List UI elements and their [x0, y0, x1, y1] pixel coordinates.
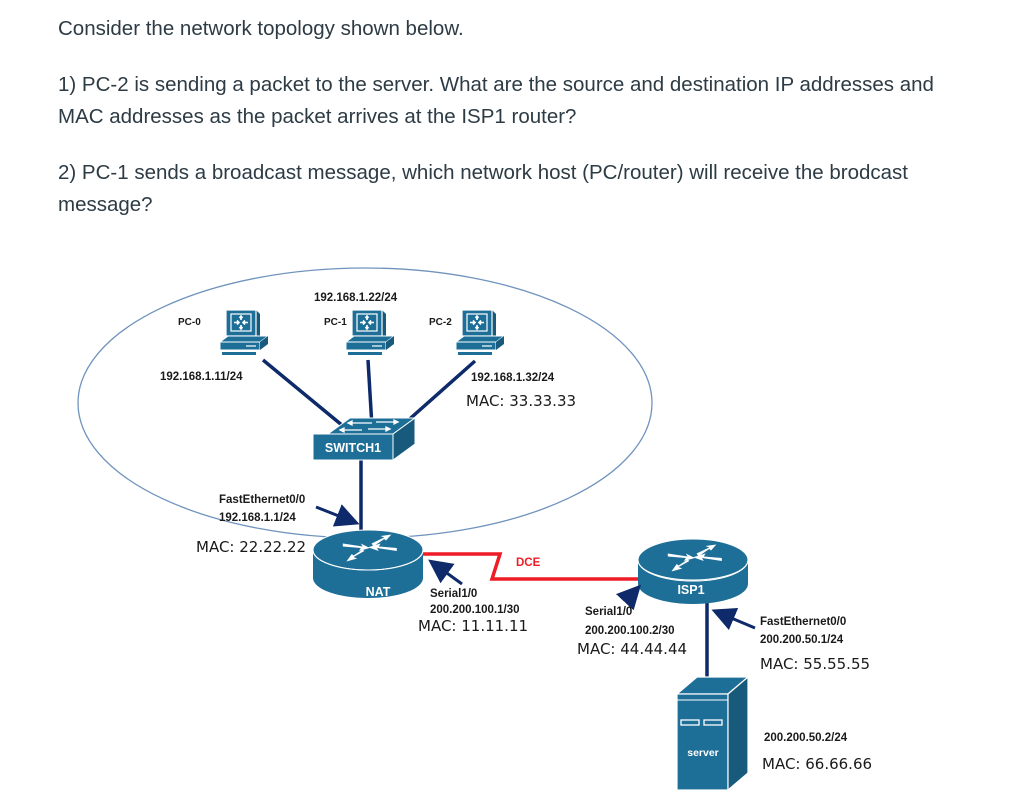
question-intro: Consider the network topology shown belo… [58, 17, 464, 40]
nat-fa-mac: MAC: 22.22.22 [196, 538, 306, 556]
pc-1[interactable] [345, 309, 395, 356]
server-ip: 200.200.50.2/24 [764, 732, 848, 744]
isp1-fa-ip: 200.200.50.1/24 [760, 634, 844, 646]
pc-0[interactable] [219, 309, 269, 356]
pc-1-name: PC-1 [324, 317, 347, 328]
isp1-serial-interface: Serial1/0 [585, 606, 632, 618]
isp1-serial-ip: 200.200.100.2/30 [585, 625, 675, 637]
nat-serial-ip: 200.200.100.1/30 [430, 604, 520, 616]
pc-2-icon [455, 309, 505, 356]
server-mac: MAC: 66.66.66 [762, 755, 872, 773]
pc-0-name: PC-0 [178, 317, 201, 328]
serial-link [418, 552, 640, 581]
link-pc2-switch [402, 359, 477, 426]
pc-2[interactable] [455, 309, 505, 356]
nat-serial-mac: MAC: 11.11.11 [418, 617, 528, 635]
isp1-router-label: ISP1 [677, 583, 704, 597]
switch-label: SWITCH1 [325, 441, 381, 455]
pc-1-ip: 192.168.1.22/24 [314, 292, 398, 304]
dce-label: DCE [516, 557, 541, 569]
pc-2-mac: MAC: 33.33.33 [466, 392, 576, 410]
nat-router-label: NAT [366, 585, 391, 599]
nat-serial-interface: Serial1/0 [430, 588, 477, 600]
pc-0-icon [219, 309, 269, 356]
link-pc1-switch [366, 359, 374, 428]
arrow-nat-fa [315, 504, 360, 527]
server[interactable]: server [675, 675, 750, 792]
arrow-isp1-fa [711, 607, 756, 631]
question-2: 2) PC-1 sends a broadcast message, which… [58, 161, 908, 216]
server-label: server [687, 747, 719, 759]
pc-2-ip: 192.168.1.32/24 [471, 372, 555, 384]
pc-0-ip: 192.168.1.11/24 [160, 371, 243, 383]
arrow-isp1-serial [615, 584, 642, 611]
nat-fa-ip: 192.168.1.1/24 [219, 512, 296, 524]
nat-fa-interface: FastEthernet0/0 [219, 494, 305, 506]
isp1-serial-mac: MAC: 44.44.44 [577, 640, 687, 658]
isp1-fa-interface: FastEthernet0/0 [760, 616, 846, 628]
pc-1-icon [345, 309, 395, 356]
arrow-nat-serial [428, 559, 463, 586]
link-pc0-switch [261, 358, 345, 428]
switch1[interactable]: SWITCH1 [312, 417, 417, 461]
isp1-fa-mac: MAC: 55.55.55 [760, 655, 870, 673]
isp1-router[interactable]: ISP1 [637, 538, 749, 604]
pc-2-name: PC-2 [429, 317, 452, 328]
question-1: 1) PC-2 is sending a packet to the serve… [58, 73, 934, 128]
nat-router[interactable]: NAT [312, 529, 424, 599]
